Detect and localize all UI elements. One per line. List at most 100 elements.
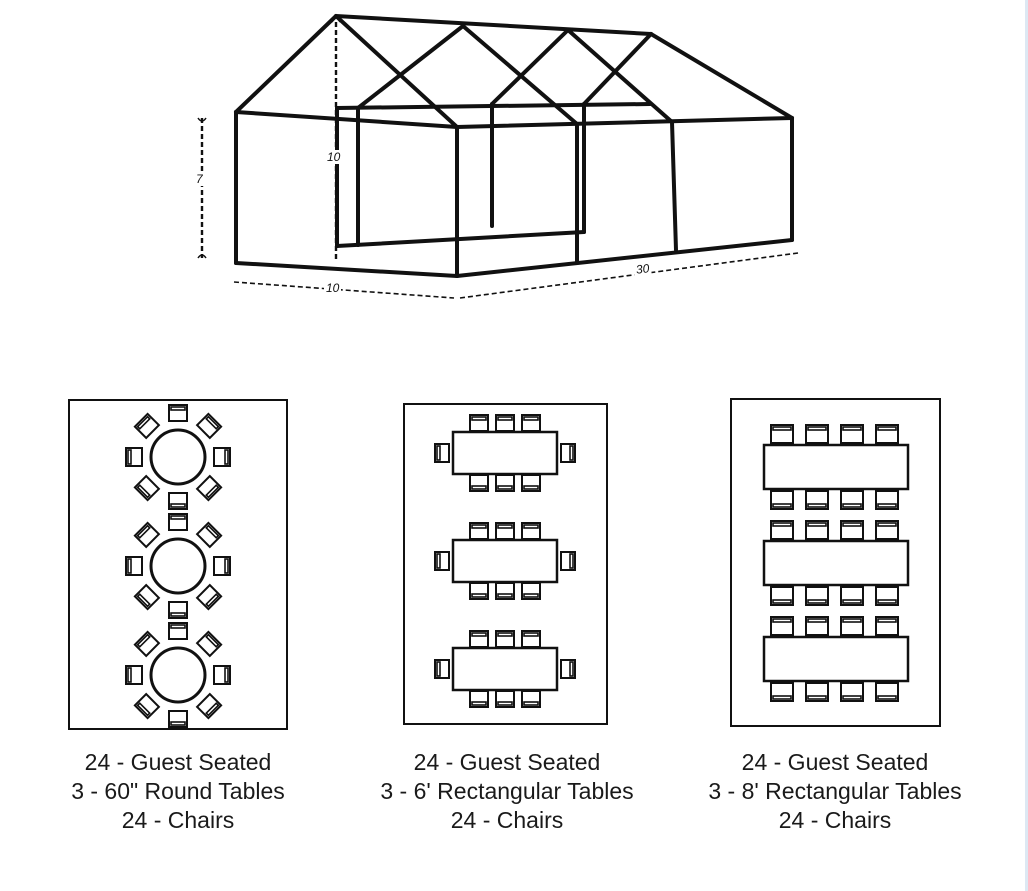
rect8-table-group <box>762 520 910 606</box>
chair <box>521 630 541 648</box>
chair <box>495 522 515 540</box>
gable-3 <box>490 28 674 124</box>
rect6-table-group <box>434 630 576 708</box>
chair <box>840 490 864 510</box>
chair <box>495 690 515 708</box>
chair <box>840 586 864 606</box>
chair <box>133 474 161 502</box>
chair <box>469 474 489 492</box>
chair <box>840 520 864 540</box>
caption-rect8-guests: 24 - Guest Seated <box>741 749 929 775</box>
chair <box>495 630 515 648</box>
chair <box>133 521 161 549</box>
chair <box>168 601 188 619</box>
chair <box>195 692 223 720</box>
page-edge <box>1025 0 1028 891</box>
chair <box>521 414 541 432</box>
chair <box>840 682 864 702</box>
front-eave <box>234 110 459 129</box>
dim-label-center-height: 10 <box>325 150 343 164</box>
front-base <box>234 261 459 278</box>
chair <box>875 616 899 636</box>
chair <box>805 586 829 606</box>
rect8-tables-drawing <box>762 424 910 702</box>
side-post-3 <box>670 120 678 252</box>
chair <box>434 659 450 679</box>
chair <box>875 682 899 702</box>
chair <box>560 443 576 463</box>
caption-round-guests: 24 - Guest Seated <box>84 749 272 775</box>
rect6-table <box>451 646 559 692</box>
chair <box>875 424 899 444</box>
chair <box>805 520 829 540</box>
rect8-table <box>762 635 910 683</box>
dim-line-length <box>459 252 799 299</box>
rect6-table <box>451 430 559 476</box>
chair <box>560 659 576 679</box>
chair <box>125 665 143 685</box>
caption-round-tables: 3 - 60" Round Tables <box>71 778 285 804</box>
chair <box>469 690 489 708</box>
chair <box>805 682 829 702</box>
dim-label-side-height: 7 <box>194 172 205 186</box>
tent-frame-diagram <box>197 14 799 299</box>
chair <box>195 630 223 658</box>
chair <box>213 447 231 467</box>
chair <box>213 556 231 576</box>
chair <box>195 474 223 502</box>
caption-rect8: 24 - Guest Seated 3 - 8' Rectangular Tab… <box>675 748 995 835</box>
side-eave <box>455 116 794 129</box>
front-gable <box>234 14 459 129</box>
chair <box>168 404 188 422</box>
chair <box>770 682 794 702</box>
gable-2 <box>356 24 579 126</box>
caption-rect6-guests: 24 - Guest Seated <box>413 749 601 775</box>
round-table <box>149 646 207 704</box>
chair <box>434 443 450 463</box>
chair <box>495 414 515 432</box>
dimension-lines <box>200 22 799 299</box>
chair <box>133 412 161 440</box>
caption-rect8-chairs: 24 - Chairs <box>778 807 892 833</box>
layout-6ft-rect-tables-plan <box>403 403 608 725</box>
chair <box>770 586 794 606</box>
chair <box>770 616 794 636</box>
chair <box>168 492 188 510</box>
chair <box>469 414 489 432</box>
chair <box>195 521 223 549</box>
chair <box>133 630 161 658</box>
chair <box>875 520 899 540</box>
round-tables-drawing <box>125 404 231 728</box>
round-table-group <box>125 513 231 619</box>
dim-label-width: 10 <box>324 281 342 295</box>
chair <box>469 630 489 648</box>
chair <box>168 710 188 728</box>
round-table <box>149 428 207 486</box>
layout-round-tables-plan <box>68 399 288 730</box>
chair <box>805 424 829 444</box>
rect6-table-group <box>434 522 576 600</box>
chair <box>875 490 899 510</box>
caption-rect8-tables: 3 - 8' Rectangular Tables <box>708 778 962 804</box>
chair <box>469 582 489 600</box>
chair <box>521 522 541 540</box>
dim-line-width <box>233 281 455 299</box>
chair <box>840 424 864 444</box>
rect6-table <box>451 538 559 584</box>
chair <box>195 412 223 440</box>
caption-rect6: 24 - Guest Seated 3 - 6' Rectangular Tab… <box>347 748 667 835</box>
rect8-table-group <box>762 424 910 510</box>
side-base <box>455 238 794 278</box>
chair <box>469 522 489 540</box>
chair <box>521 582 541 600</box>
tent-frame <box>234 14 794 278</box>
rect8-table-group <box>762 616 910 702</box>
caption-round: 24 - Guest Seated 3 - 60" Round Tables 2… <box>18 748 338 835</box>
dimension-ticks <box>197 14 341 259</box>
chair <box>521 474 541 492</box>
chair <box>168 513 188 531</box>
rear-gable <box>649 32 794 120</box>
chair <box>133 583 161 611</box>
dim-label-length: 30 <box>633 260 653 278</box>
caption-round-chairs: 24 - Chairs <box>121 807 235 833</box>
